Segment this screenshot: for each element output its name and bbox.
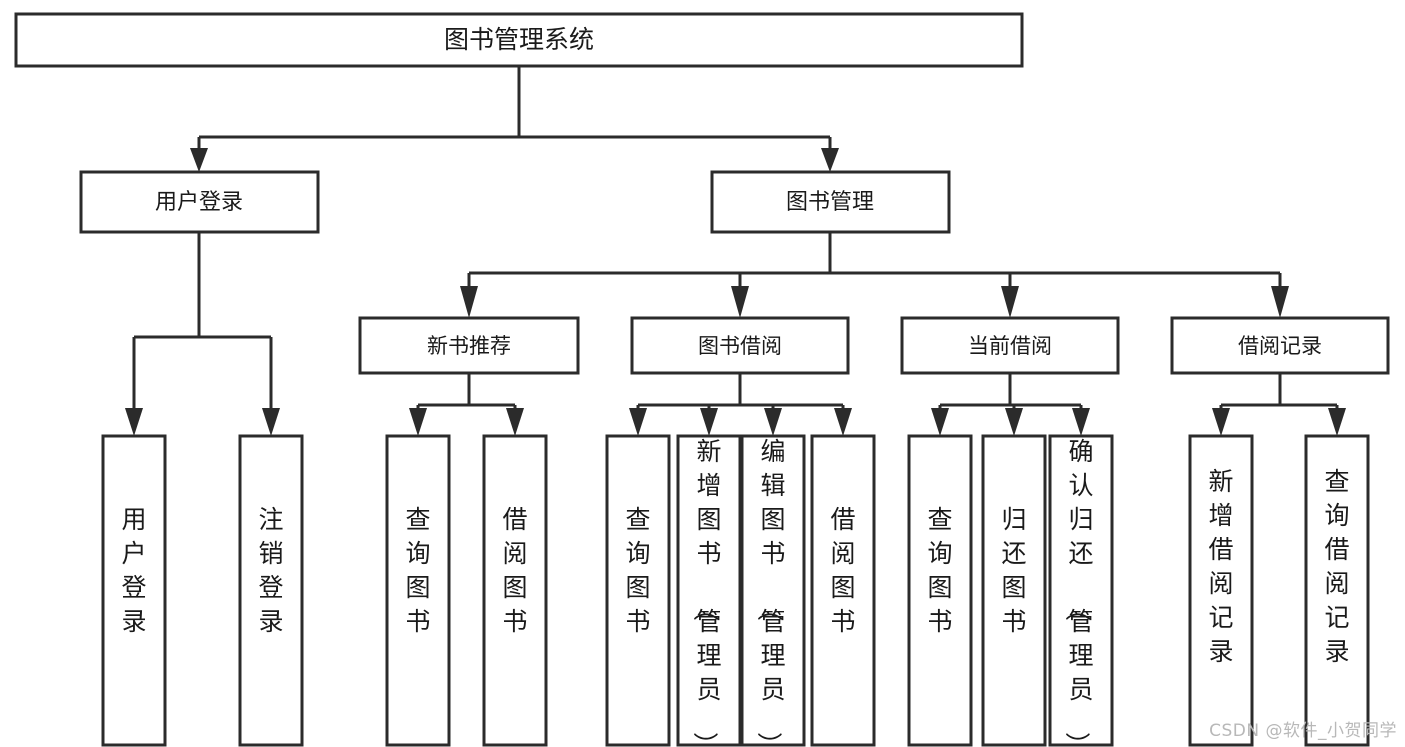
arrow-head-leaf-logout: [262, 408, 280, 436]
leaf-query-book-2-label: 查询图书: [625, 505, 650, 636]
leaf-edit-book-box[interactable]: [740, 434, 806, 747]
leaf-query-record-box[interactable]: [1304, 434, 1370, 747]
node-root-label: 图书管理系统: [444, 25, 594, 54]
leaf-user-login-label: 用户登录: [121, 505, 146, 636]
leaf-node-query-record[interactable]: 查询借阅记录: [1304, 434, 1370, 747]
leaf-return-book-label: 归还图书: [1001, 505, 1026, 636]
leaf-query-record-label: 查询借阅记录: [1324, 467, 1349, 666]
leaf-query-book-1-label: 查询图书: [405, 505, 430, 636]
node-book-manage-label: 图书管理: [786, 190, 874, 215]
leaf-confirm-return-box[interactable]: [1048, 434, 1114, 747]
arrow-head-new-book-recommend: [460, 286, 478, 318]
node-book-borrow-label: 图书借阅: [698, 334, 782, 358]
leaf-add-book-label: 新增图书（管理员）: [690, 437, 721, 747]
node-current-borrow[interactable]: 当前借阅: [900, 316, 1120, 375]
leaf-return-book-box[interactable]: [981, 434, 1047, 747]
arrow-head-book-borrow: [731, 286, 749, 318]
leaf-node-add-book[interactable]: 新增图书（管理员）: [676, 434, 742, 747]
leaf-node-query-book-2[interactable]: 查询图书: [605, 434, 671, 747]
leaf-confirm-return-label: 确认归还（管理员）: [1062, 437, 1093, 747]
leaf-add-book-box[interactable]: [676, 434, 742, 747]
node-book-borrow-box[interactable]: [630, 316, 850, 375]
leaf-node-borrow-book-1[interactable]: 借阅图书: [482, 434, 548, 747]
leaf-query-book-3-label: 查询图书: [927, 505, 952, 636]
arrow-head-borrow-record: [1271, 286, 1289, 318]
arrow-head-leaf-user-login: [125, 408, 143, 436]
node-user-login-label: 用户登录: [155, 190, 243, 215]
node-new-book-recommend-box[interactable]: [358, 316, 580, 375]
arrow-head-leaf-add-record: [1212, 408, 1230, 436]
arrow-head-leaf-edit-book: [764, 408, 782, 436]
node-book-manage[interactable]: 图书管理: [710, 170, 951, 234]
csdn-watermark: CSDN @软件_小贺同学: [1209, 721, 1397, 741]
leaf-borrow-book-2-label: 借阅图书: [830, 505, 855, 636]
node-new-book-recommend[interactable]: 新书推荐: [358, 316, 580, 375]
node-user-login[interactable]: 用户登录: [79, 170, 320, 234]
leaf-node-add-record[interactable]: 新增借阅记录: [1188, 434, 1254, 747]
node-book-manage-box[interactable]: [710, 170, 951, 234]
node-borrow-record-label: 借阅记录: [1238, 334, 1322, 358]
leaf-query-book-2-box[interactable]: [605, 434, 671, 747]
node-root[interactable]: 图书管理系统: [14, 12, 1024, 68]
node-current-borrow-box[interactable]: [900, 316, 1120, 375]
node-borrow-record-box[interactable]: [1170, 316, 1390, 375]
node-new-book-recommend-label: 新书推荐: [427, 334, 511, 358]
arrow-head-leaf-borrow-book-2: [834, 408, 852, 436]
arrow-head-leaf-query-book-2: [629, 408, 647, 436]
node-current-borrow-label: 当前借阅: [968, 334, 1052, 358]
node-borrow-record[interactable]: 借阅记录: [1170, 316, 1390, 375]
connector-layer: [125, 66, 1346, 436]
arrow-head-leaf-query-book-1: [409, 408, 427, 436]
node-user-login-box[interactable]: [79, 170, 320, 234]
arrow-head-leaf-query-book-3: [931, 408, 949, 436]
node-book-borrow[interactable]: 图书借阅: [630, 316, 850, 375]
leaf-node-confirm-return[interactable]: 确认归还（管理员）: [1048, 434, 1114, 747]
leaf-node-return-book[interactable]: 归还图书: [981, 434, 1047, 747]
arrow-head-leaf-return-book: [1005, 408, 1023, 436]
arrow-head-leaf-query-record: [1328, 408, 1346, 436]
leaf-borrow-book-1-box[interactable]: [482, 434, 548, 747]
arrow-head-leaf-add-book: [700, 408, 718, 436]
leaf-node-query-book-1[interactable]: 查询图书: [385, 434, 451, 747]
leaf-logout-box[interactable]: [238, 434, 304, 747]
leaf-node-query-book-3[interactable]: 查询图书: [907, 434, 973, 747]
arrow-head-leaf-borrow-book-1: [506, 408, 524, 436]
leaf-add-record-label: 新增借阅记录: [1208, 467, 1233, 666]
arrow-head-book-manage: [821, 148, 839, 172]
leaf-logout-label: 注销登录: [258, 505, 283, 636]
leaf-borrow-book-1-label: 借阅图书: [502, 505, 527, 636]
leaf-add-record-box[interactable]: [1188, 434, 1254, 747]
leaf-user-login-box[interactable]: [101, 434, 167, 747]
leaf-query-book-1-box[interactable]: [385, 434, 451, 747]
leaf-borrow-book-2-box[interactable]: [810, 434, 876, 747]
arrow-head-leaf-confirm-return: [1072, 408, 1090, 436]
arrow-head-current-borrow: [1001, 286, 1019, 318]
leaf-node-logout[interactable]: 注销登录: [238, 434, 304, 747]
leaf-node-borrow-book-2[interactable]: 借阅图书: [810, 434, 876, 747]
leaf-node-edit-book[interactable]: 编辑图书（管理员）: [740, 434, 806, 747]
leaf-edit-book-label: 编辑图书（管理员）: [754, 437, 785, 747]
node-root-box[interactable]: [14, 12, 1024, 68]
leaf-node-user-login[interactable]: 用户登录: [101, 434, 167, 747]
leaf-query-book-3-box[interactable]: [907, 434, 973, 747]
arrow-head-user-login: [190, 148, 208, 172]
